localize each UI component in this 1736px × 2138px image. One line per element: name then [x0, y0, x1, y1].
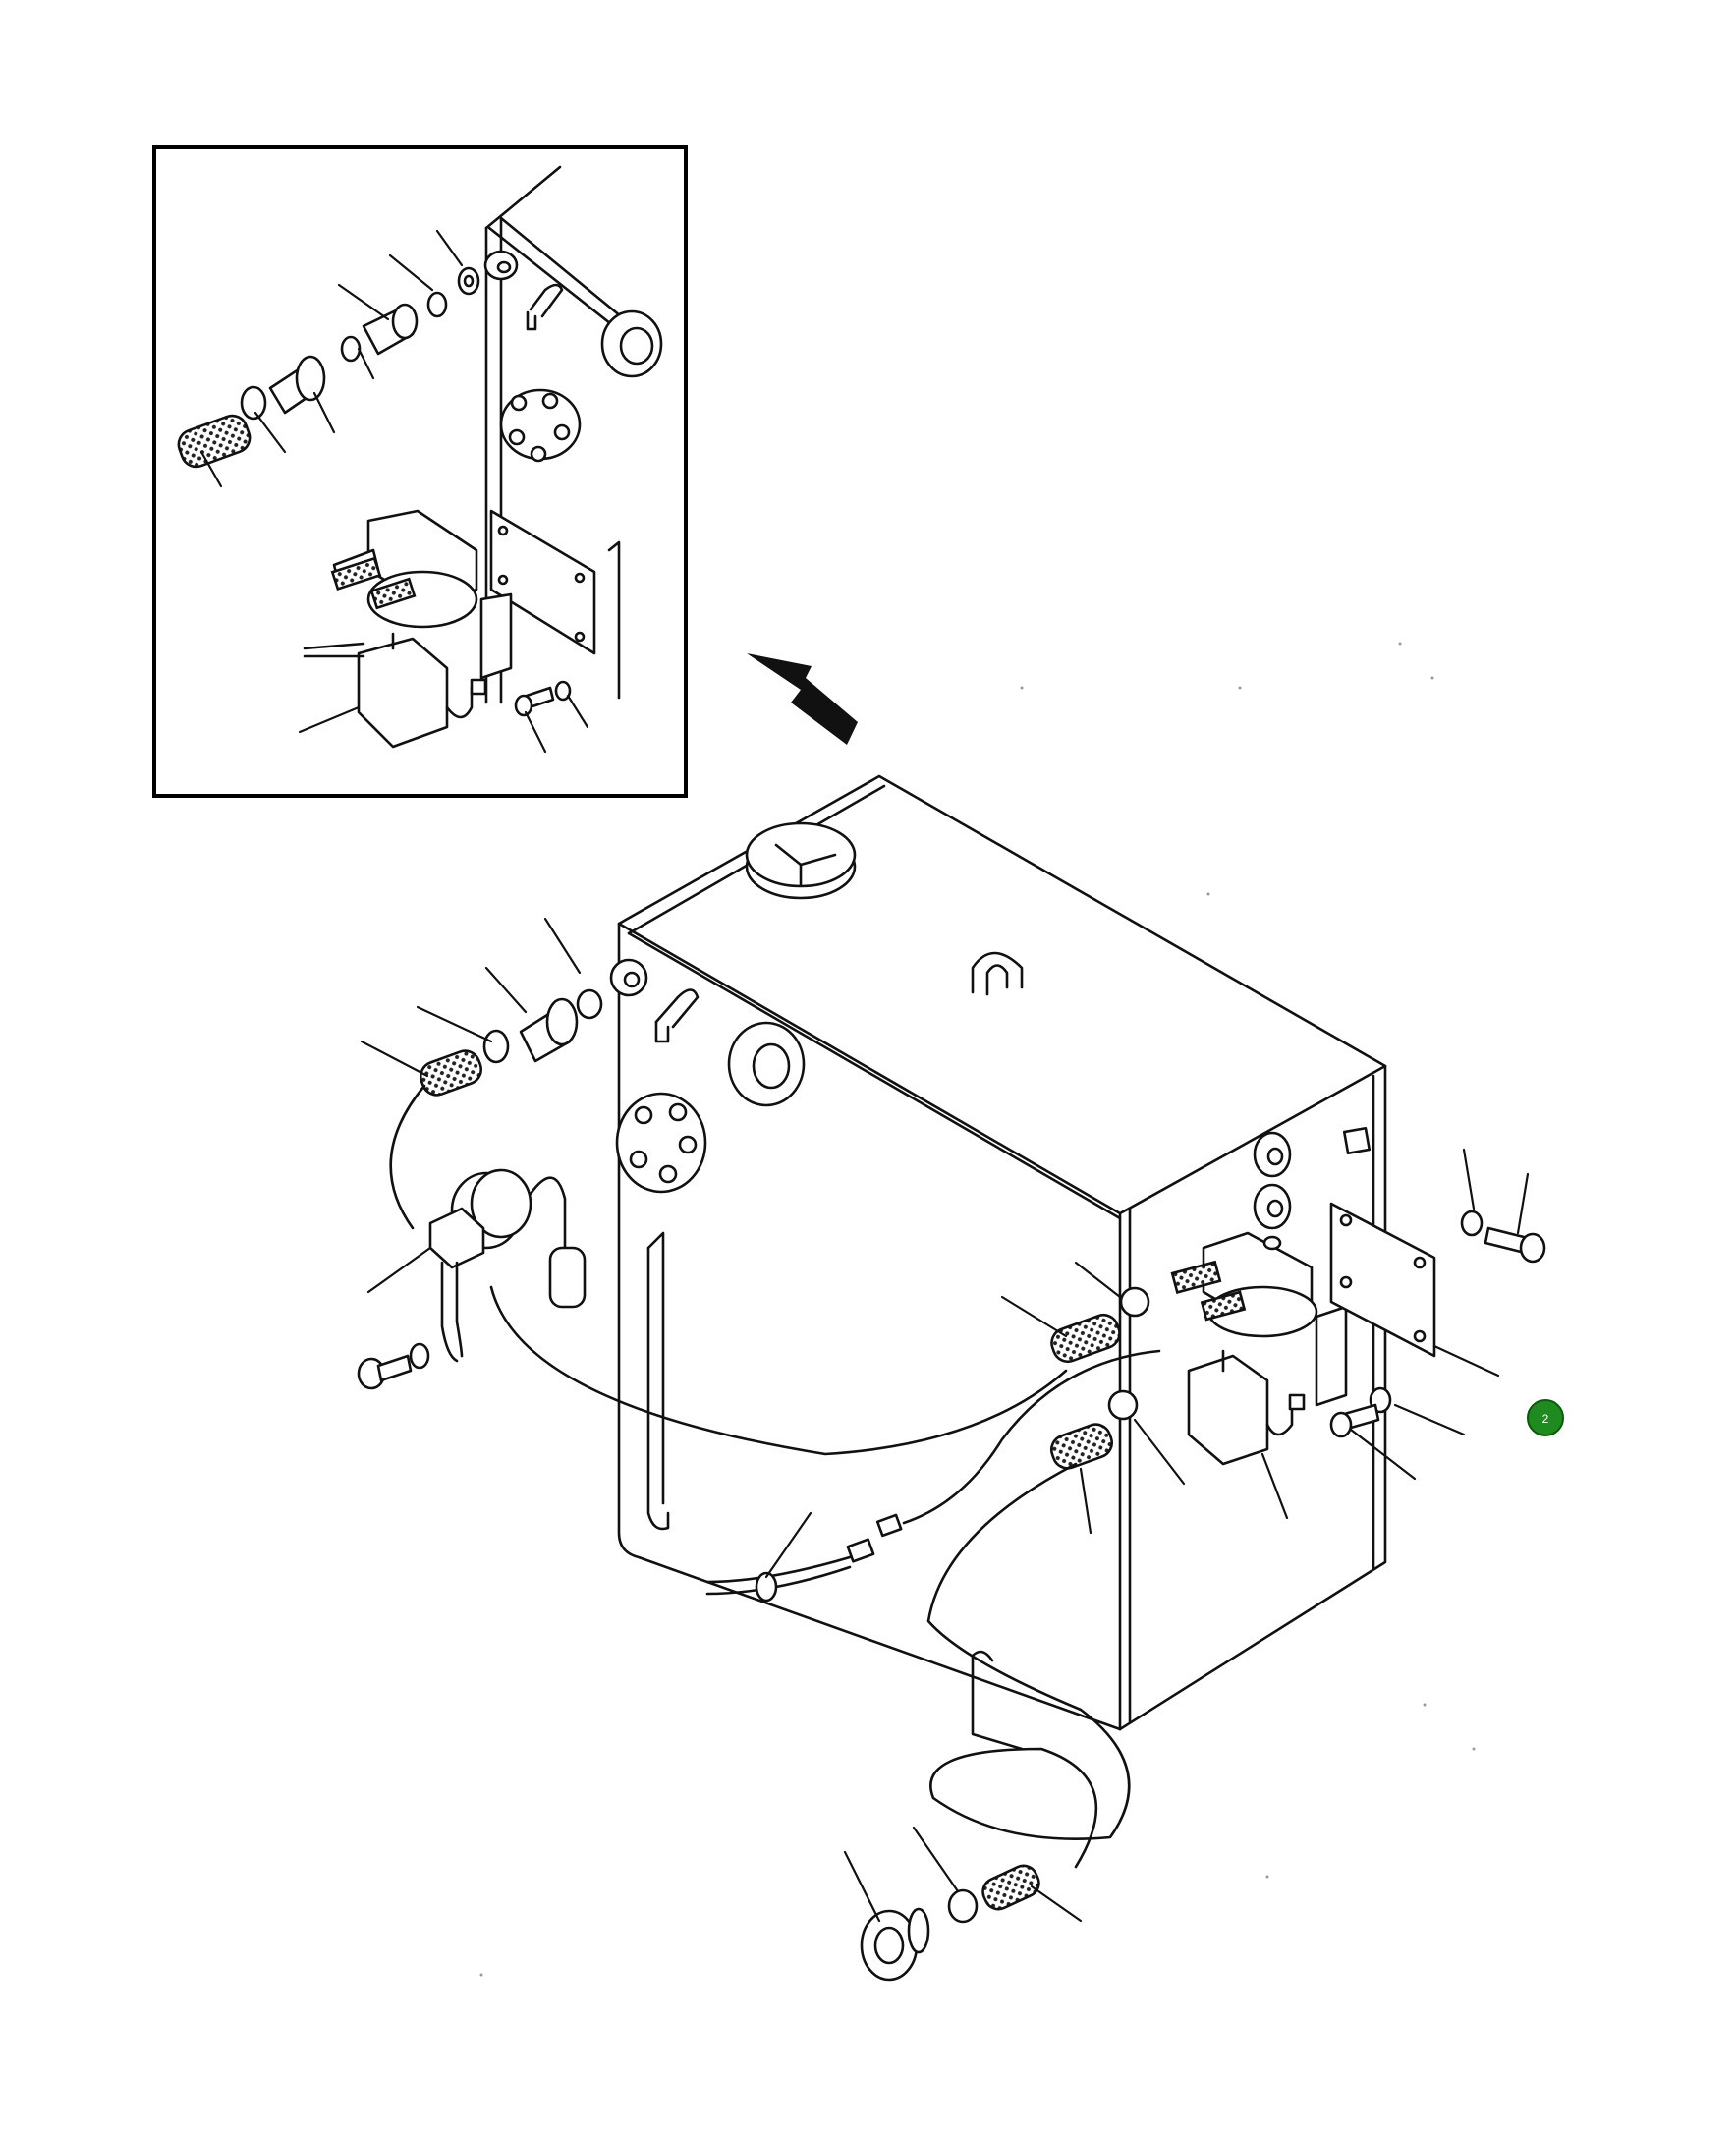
scan-speckles [479, 642, 1476, 1977]
level-sender-body [428, 1168, 587, 1363]
inset-bolt-washer [514, 680, 572, 717]
hose-loop-left [389, 1084, 1068, 1456]
callout-circle [1527, 1399, 1564, 1436]
left-bolt-washer [357, 1342, 430, 1390]
inset-frame [152, 145, 688, 798]
hydraulic-tank [609, 774, 1387, 1751]
main-leader-lines [360, 917, 1530, 1923]
mounting-plate [1329, 1202, 1436, 1358]
hose-loop-right [902, 1349, 1161, 1869]
right-bolts-washers [1329, 1210, 1546, 1438]
drain-plug-assembly [860, 1864, 1040, 1982]
inset-solenoid-unit [303, 509, 513, 749]
arrow-up-left-icon [747, 653, 858, 745]
right-hose-stacks [1049, 1286, 1150, 1470]
inset-hose-fitting-stack [177, 266, 480, 469]
electrical-connector [705, 1513, 903, 1603]
right-solenoid-unit [1170, 1231, 1348, 1466]
detail-inset [152, 145, 688, 798]
callout-badge[interactable]: 2 [1527, 1399, 1564, 1436]
callout-number: 2 [1542, 1412, 1549, 1426]
inset-leader-lines [199, 229, 589, 754]
sender-hose-stack [419, 988, 603, 1097]
